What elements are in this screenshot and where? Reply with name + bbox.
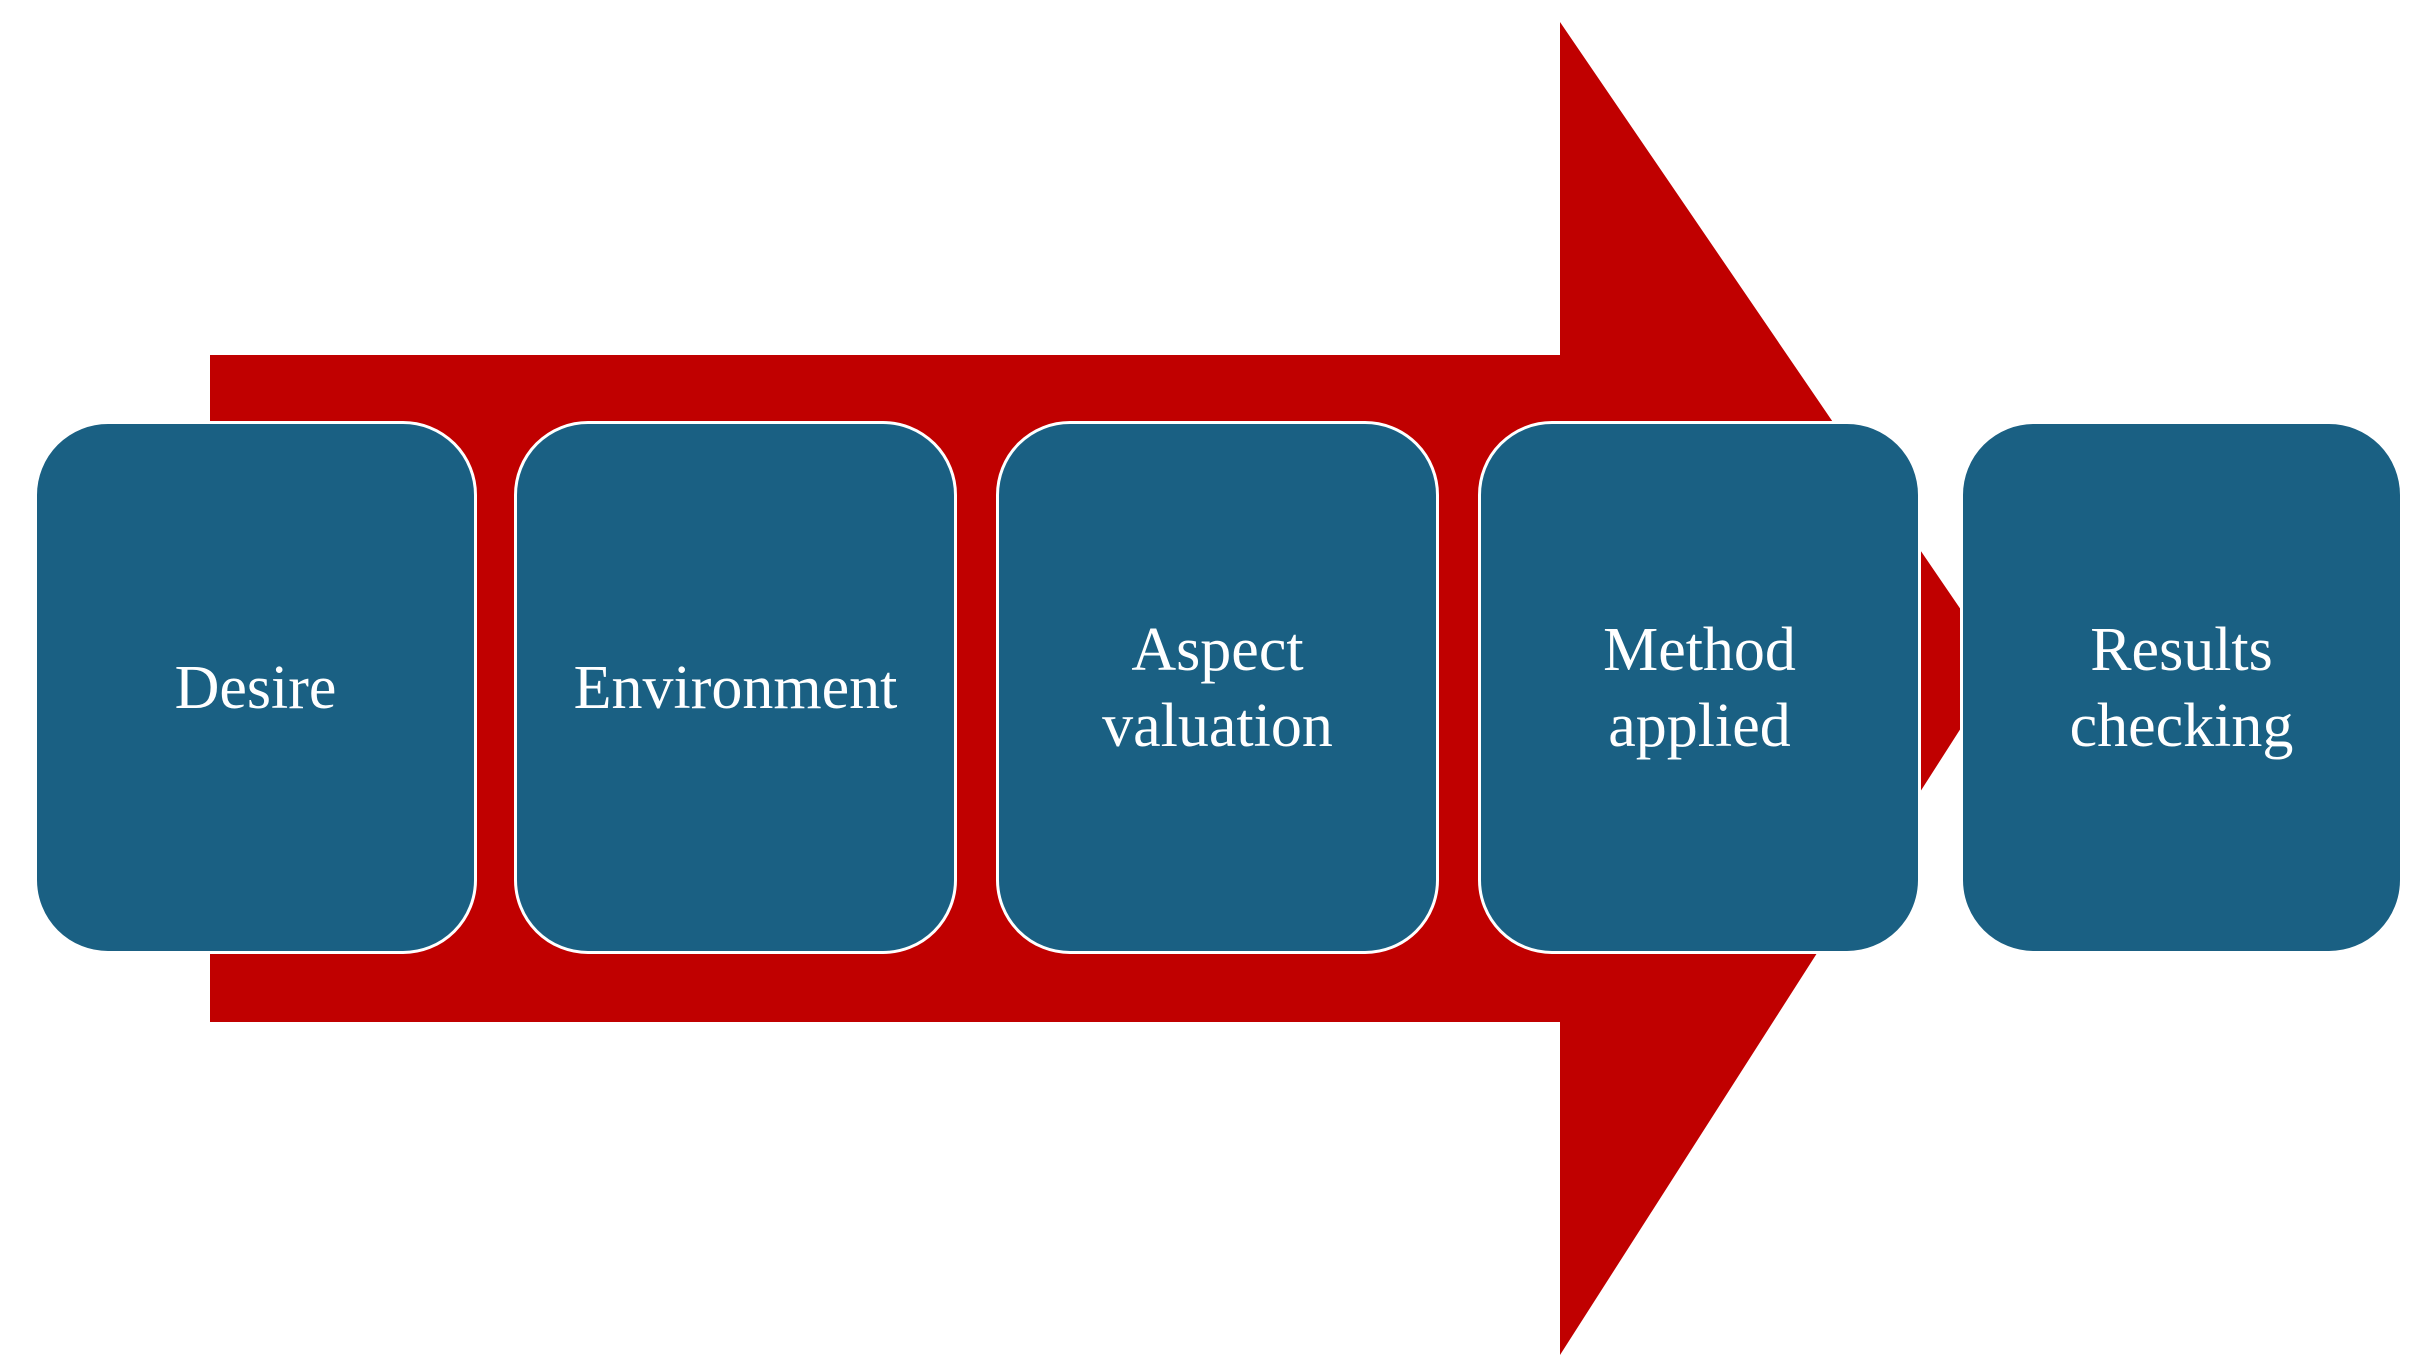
step-label: Results checking (2069, 615, 2294, 760)
step-box-aspect-valuation: Aspect valuation (996, 421, 1439, 954)
step-label: Desire (174, 653, 337, 722)
step-label: Environment (573, 653, 898, 722)
step-box-desire: Desire (34, 421, 477, 954)
step-box-method-applied: Method applied (1478, 421, 1921, 954)
step-label: Method applied (1603, 615, 1796, 760)
step-box-environment: Environment (514, 421, 957, 954)
step-label: Aspect valuation (1102, 615, 1333, 760)
step-box-results-checking: Results checking (1960, 421, 2403, 954)
